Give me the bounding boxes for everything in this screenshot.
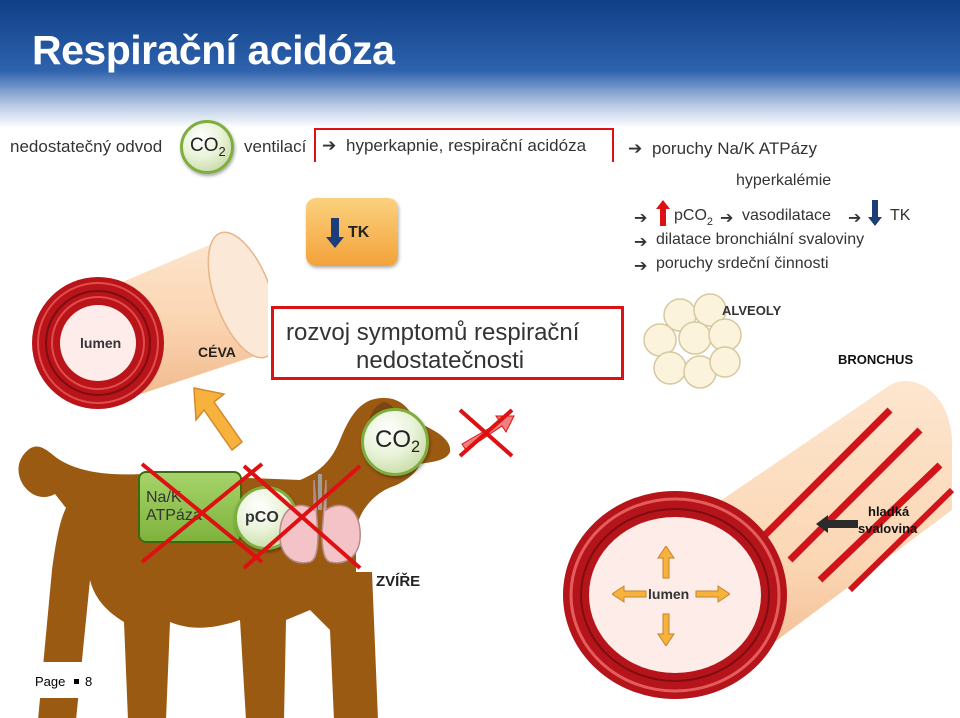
- symptom-line-2: nedostatečnosti: [356, 347, 525, 374]
- blood-vessel-diagram: [32, 231, 268, 409]
- tk-box: TK: [306, 198, 398, 266]
- co2-label-top: CO2: [190, 135, 226, 159]
- alveoli-cluster: [643, 293, 742, 389]
- symptom-line-1: rozvoj symptomů respirační: [286, 319, 580, 346]
- natk-atpaza-box: Na/K ATPáza: [138, 471, 242, 543]
- orange-arrow-icon: [193, 387, 244, 452]
- pco-label: pCO: [245, 509, 279, 526]
- alveoly-label: ALVEOLY: [722, 303, 782, 318]
- dark-left-arrow-icon: [816, 515, 858, 533]
- text-dilatace: dilatace bronchiální svaloviny: [656, 231, 865, 248]
- up-arrow-red-icon: [656, 200, 670, 226]
- hyperkapnie-box: [314, 128, 614, 162]
- text-poruchy-natk: poruchy Na/K ATPázy: [652, 139, 818, 158]
- right-arrow-icon: [695, 585, 730, 603]
- bronchus-label: BRONCHUS: [838, 352, 914, 367]
- text-vasodilatace: vasodilatace: [742, 207, 831, 224]
- bullet-square-icon: [74, 679, 79, 684]
- page-title: Respirační acidóza: [32, 27, 395, 73]
- title-bar: Respirační acidóza: [0, 0, 960, 128]
- text-poruchy-srdecni: poruchy srdeční činnosti: [656, 255, 829, 272]
- vessel-lumen-label: lumen: [80, 335, 122, 351]
- tk-box-label: TK: [348, 224, 370, 241]
- natk-line-1: Na/K: [146, 489, 182, 506]
- text-nedostatecny-odvod: nedostatečný odvod: [10, 137, 163, 156]
- symptom-box: rozvoj symptomů respirační nedostatečnos…: [271, 306, 624, 380]
- arrow-right-icon: ➔: [634, 208, 648, 227]
- arrow-right-icon: ➔: [628, 139, 643, 159]
- text-hyperkalemie: hyperkalémie: [736, 172, 832, 189]
- arrow-right-icon: ➔: [720, 208, 734, 227]
- animal-label: ZVÍŘE: [376, 573, 421, 590]
- vessel-label: CÉVA: [198, 344, 236, 360]
- down-arrow-blue-icon: [868, 200, 882, 226]
- co2-ball-top: CO2: [180, 120, 234, 174]
- arrow-right-icon: ➔: [322, 136, 337, 156]
- bronchus-lumen-label: lumen: [648, 586, 690, 602]
- text-hyperkapnie: hyperkapnie, respirační acidóza: [346, 136, 587, 155]
- arrow-right-icon: ➔: [634, 256, 648, 275]
- smooth-muscle-line-2: svalovina: [858, 521, 918, 536]
- text-pco2: pCO2: [674, 207, 713, 228]
- co2-label-dog: CO2: [375, 426, 421, 456]
- page-label: Page: [35, 674, 66, 689]
- arrow-right-icon: ➔: [848, 208, 862, 227]
- co2-ball-dog: CO2: [361, 408, 429, 476]
- down-arrow-blue-icon: [326, 218, 344, 248]
- vertical-double-arrow-icon: [657, 546, 675, 646]
- footer-box: Page 8: [8, 662, 110, 698]
- cross-lungs-icon: [242, 464, 362, 570]
- crossed-arrow-icon: [458, 408, 515, 458]
- text-tk: TK: [890, 207, 911, 224]
- left-arrow-icon: [612, 585, 647, 603]
- text-ventilaci: ventilací: [244, 137, 307, 156]
- arrow-right-icon: ➔: [634, 232, 648, 251]
- natk-line-2: ATPáza: [146, 507, 202, 524]
- cross-natk-icon: [140, 462, 264, 564]
- smooth-muscle-line-1: hladká: [868, 504, 910, 519]
- page-number: 8: [85, 674, 93, 689]
- bronchus-diagram: [563, 293, 955, 699]
